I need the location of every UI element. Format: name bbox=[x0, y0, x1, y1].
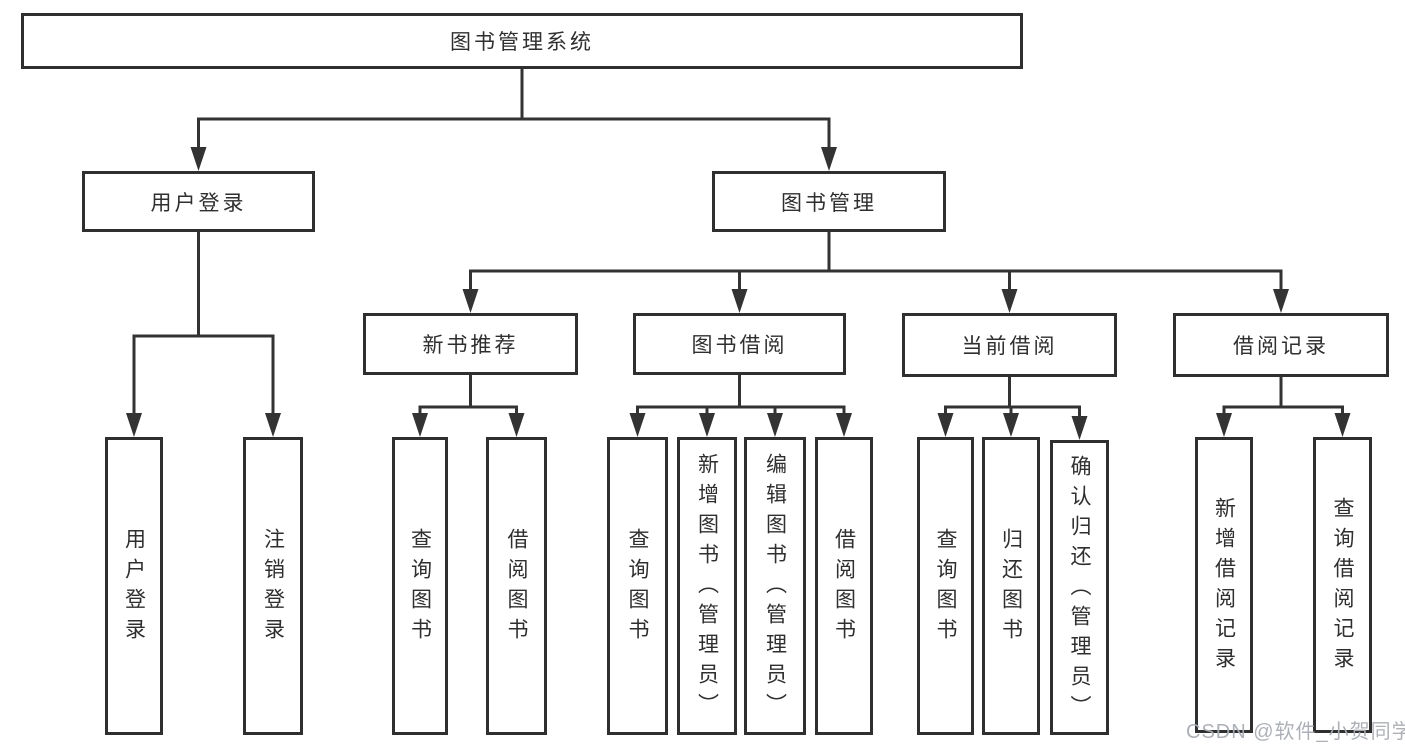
leaf-nbr-borrow-books: 借阅图书 bbox=[486, 437, 547, 735]
node-borrow-records: 借阅记录 bbox=[1173, 313, 1389, 377]
leaf-nbr-query-books: 查询图书 bbox=[392, 437, 448, 735]
leaf-cb-query-books: 查询图书 bbox=[917, 437, 974, 735]
leaf-user-login: 用户登录 bbox=[105, 437, 163, 735]
leaf-bb-edit-books: 编辑图书（管理员） bbox=[744, 437, 806, 735]
leaf-br-add-record: 新增借阅记录 bbox=[1195, 437, 1253, 733]
leaf-br-query-record: 查询借阅记录 bbox=[1313, 437, 1372, 733]
node-book-management: 图书管理 bbox=[712, 171, 946, 232]
node-new-book-recommend: 新书推荐 bbox=[363, 313, 578, 375]
leaf-bb-query-books: 查询图书 bbox=[607, 437, 668, 735]
leaf-logout: 注销登录 bbox=[243, 437, 303, 735]
leaf-bb-add-books: 新增图书（管理员） bbox=[677, 437, 737, 735]
leaf-bb-borrow-books: 借阅图书 bbox=[815, 437, 873, 735]
node-book-borrow: 图书借阅 bbox=[633, 313, 846, 375]
leaf-cb-confirm-return: 确认归还（管理员） bbox=[1050, 440, 1109, 735]
node-current-borrow: 当前借阅 bbox=[902, 313, 1117, 377]
leaf-cb-return-books: 归还图书 bbox=[982, 437, 1040, 735]
node-root: 图书管理系统 bbox=[21, 13, 1023, 69]
node-user-login: 用户登录 bbox=[82, 171, 315, 232]
csdn-watermark: CSDN @软件_小贺同学 bbox=[1186, 721, 1405, 743]
